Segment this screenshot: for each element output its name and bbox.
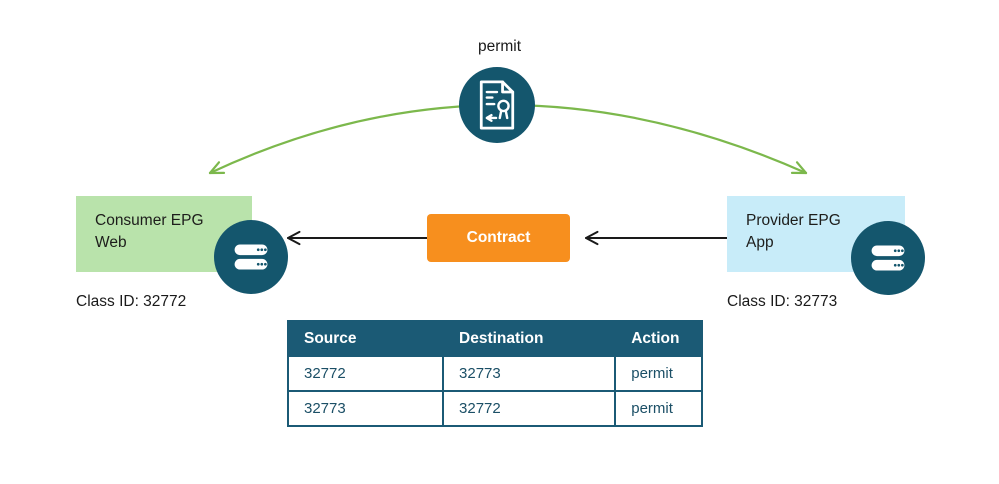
provider-server-icon [851,221,925,295]
table-header-destination: Destination [442,320,617,357]
consumer-class-id: Class ID: 32772 [76,293,187,310]
contract-filter-table: Source Destination Action 32772 32773 pe… [286,320,703,427]
provider-epg-label-line2: App [746,234,774,251]
table-cell-destination: 32773 [442,355,617,392]
table-row: 32773 32772 permit [286,390,703,427]
server-stack-icon [871,245,905,271]
table-header-action: Action [614,320,703,357]
table-cell-action: permit [614,390,703,427]
document-seal-icon [479,80,515,130]
table-cell-source: 32772 [286,355,445,392]
consumer-epg-label-line2: Web [95,234,127,251]
consumer-server-icon [214,220,288,294]
contract-document-icon [459,67,535,143]
consumer-epg-label-line1: Consumer EPG [95,212,204,229]
table-cell-action: permit [614,355,703,392]
provider-class-id: Class ID: 32773 [727,293,838,310]
consumer-contract-arrow [287,230,428,246]
contract-label: Contract [466,229,531,246]
table-header-row: Source Destination Action [286,320,703,357]
table-header-source: Source [286,320,445,357]
provider-contract-arrow [585,230,728,246]
table-cell-source: 32773 [286,390,445,427]
server-stack-icon [234,244,268,270]
contract-box: Contract [427,214,570,262]
table-row: 32772 32773 permit [286,355,703,392]
provider-epg-label-line1: Provider EPG [746,212,841,229]
table-cell-destination: 32772 [442,390,617,427]
permit-label: permit [477,38,522,55]
